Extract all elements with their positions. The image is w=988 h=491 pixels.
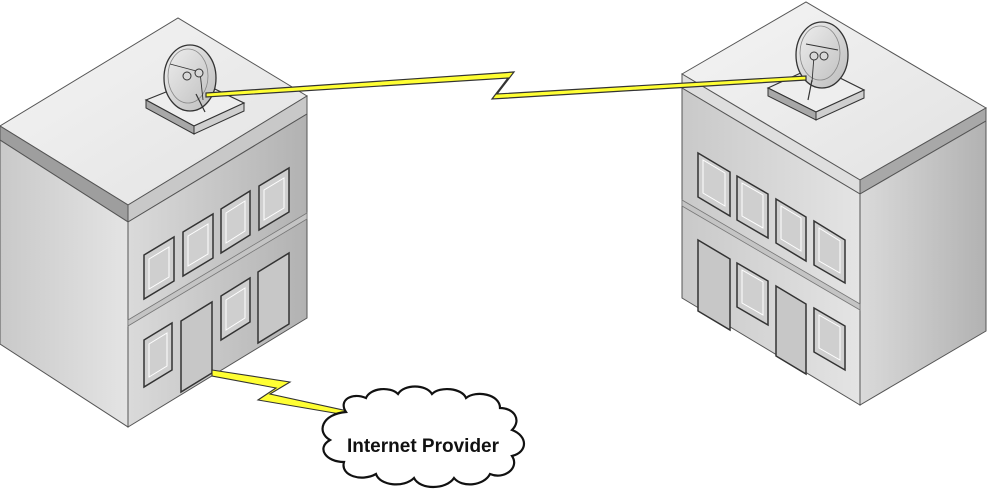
front-wall	[859, 120, 987, 406]
windows-upper	[697, 151, 846, 285]
building-left	[0, 17, 308, 428]
satellite-link-bolt	[205, 71, 807, 100]
windows-lower	[736, 261, 846, 372]
building-right	[681, 1, 987, 406]
doors	[180, 251, 290, 394]
internet-provider-cloud: Internet Provider	[321, 385, 526, 489]
windows-lower	[143, 276, 251, 389]
windows-upper	[143, 166, 290, 301]
cloud-shape	[321, 385, 526, 489]
doors	[697, 238, 807, 376]
cloud-label: Internet Provider	[347, 436, 500, 457]
provider-link-bolt	[211, 369, 353, 417]
provider-link	[211, 369, 353, 417]
